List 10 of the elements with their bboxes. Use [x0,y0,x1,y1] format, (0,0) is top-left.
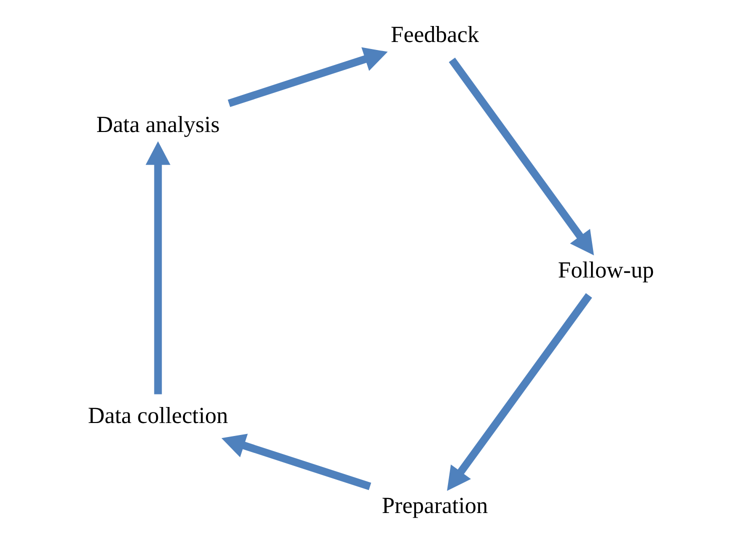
node-text: Feedback [390,21,479,48]
arrow [221,434,372,490]
arrow [447,293,592,491]
arrow [448,58,594,256]
node-text: Preparation [382,492,488,518]
node-text: Data collection [88,402,228,428]
arrow [228,47,388,108]
arrow [146,141,170,394]
node-text: Data analysis [96,111,220,138]
node-text: Follow-up [558,256,654,283]
